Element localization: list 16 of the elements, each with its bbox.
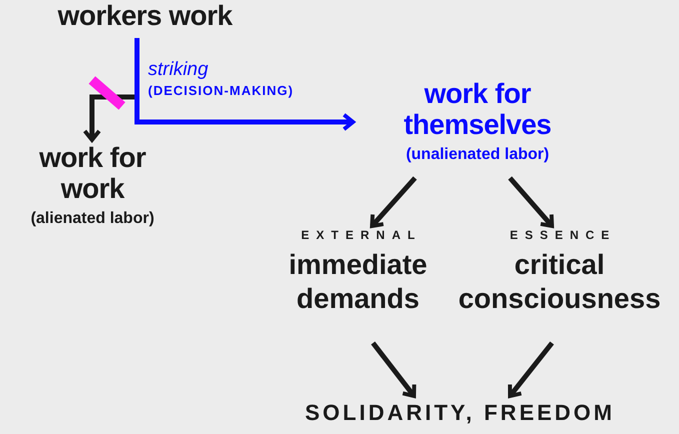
- node-title: workers work: [58, 0, 232, 31]
- node-subtitle: (alienated labor): [30, 209, 154, 229]
- node-title: immediate demands: [288, 248, 428, 316]
- arrow: [370, 176, 417, 228]
- node-title: SOLIDARITY, FREEDOM: [304, 399, 615, 427]
- node-title: critical consciousness: [457, 248, 662, 316]
- arrow: [508, 341, 554, 398]
- arrow: [508, 176, 554, 228]
- arrow: [371, 341, 416, 398]
- node-heading: EXTERNAL: [300, 228, 422, 242]
- node-title: work for work: [38, 142, 147, 204]
- node-subtitle: (unalienated labor): [406, 145, 550, 165]
- node-title: work for themselves: [402, 78, 552, 140]
- arrow: [134, 38, 355, 132]
- edge-label: striking (DECISION-MAKING): [148, 60, 294, 101]
- node-heading: ESSENCE: [508, 228, 616, 242]
